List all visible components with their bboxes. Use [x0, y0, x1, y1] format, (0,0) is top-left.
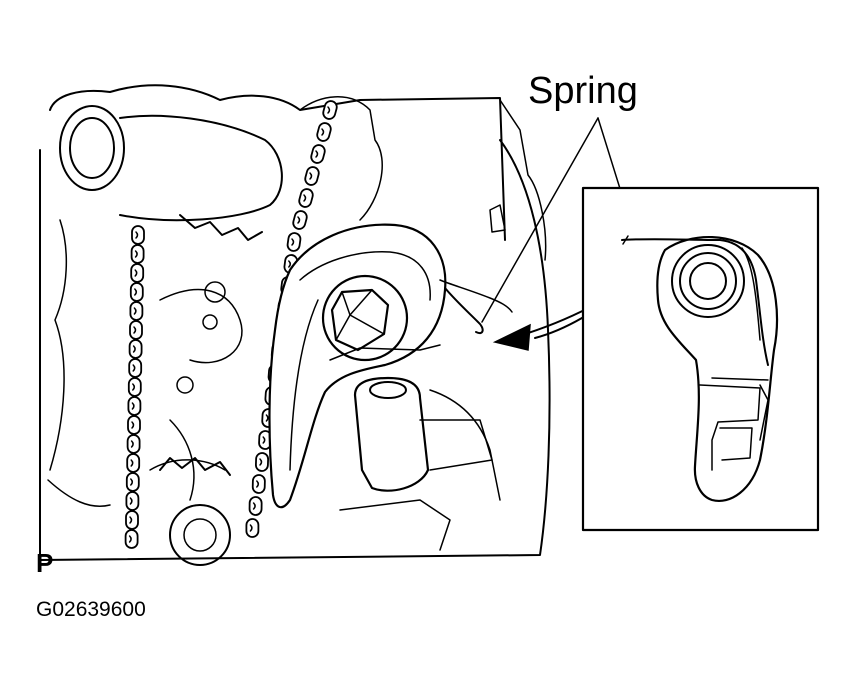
chain-link-pin	[131, 421, 135, 429]
chain-link-pin	[132, 383, 136, 391]
chain-link-pin	[256, 480, 260, 488]
chain-link-pin	[134, 269, 138, 277]
chain-link-pin	[262, 436, 266, 444]
spring-hook	[439, 279, 513, 334]
chain-link-pin	[131, 402, 135, 410]
chain-link-pin	[315, 150, 319, 158]
chain-link-pin	[291, 238, 295, 246]
cam-sprocket	[59, 105, 283, 241]
detail-inset	[581, 186, 820, 532]
chain-link-pin	[259, 458, 263, 466]
engine-housing	[39, 84, 551, 561]
chain-link-pin	[129, 497, 133, 505]
chain-link-pin	[252, 502, 256, 510]
chain-link-pin	[297, 216, 301, 224]
chain-tensioner	[329, 344, 493, 492]
chain-link-pin	[133, 307, 137, 315]
view-marker-label: P	[36, 548, 54, 578]
chain-link-pin	[249, 524, 253, 532]
chain-link-pin	[288, 260, 292, 268]
chain-link-pin	[134, 250, 138, 258]
chain-link-pin	[130, 459, 134, 467]
chain-link-pin	[303, 194, 307, 202]
figure-code-label: G02639600	[36, 598, 146, 621]
spring-callout-label: Spring	[528, 70, 638, 112]
chain-link-pin	[133, 326, 137, 334]
chain-link-pin	[321, 128, 325, 136]
tensioner-bolt	[321, 274, 409, 362]
chain-link-pin	[309, 172, 313, 180]
chain-link-pin	[130, 440, 134, 448]
chain-link-pin	[265, 414, 269, 422]
chain-link-pin	[327, 106, 331, 114]
chain-link-pin	[135, 231, 139, 239]
crank-sprocket	[159, 457, 231, 566]
timing-chain-left	[124, 225, 145, 549]
chain-link-pin	[128, 535, 132, 543]
chain-link-pin	[132, 364, 136, 372]
chain-link-pin	[129, 516, 133, 524]
chain-link-pin	[130, 478, 134, 486]
chain-link-pin	[132, 345, 136, 353]
chain-link-pin	[134, 288, 138, 296]
